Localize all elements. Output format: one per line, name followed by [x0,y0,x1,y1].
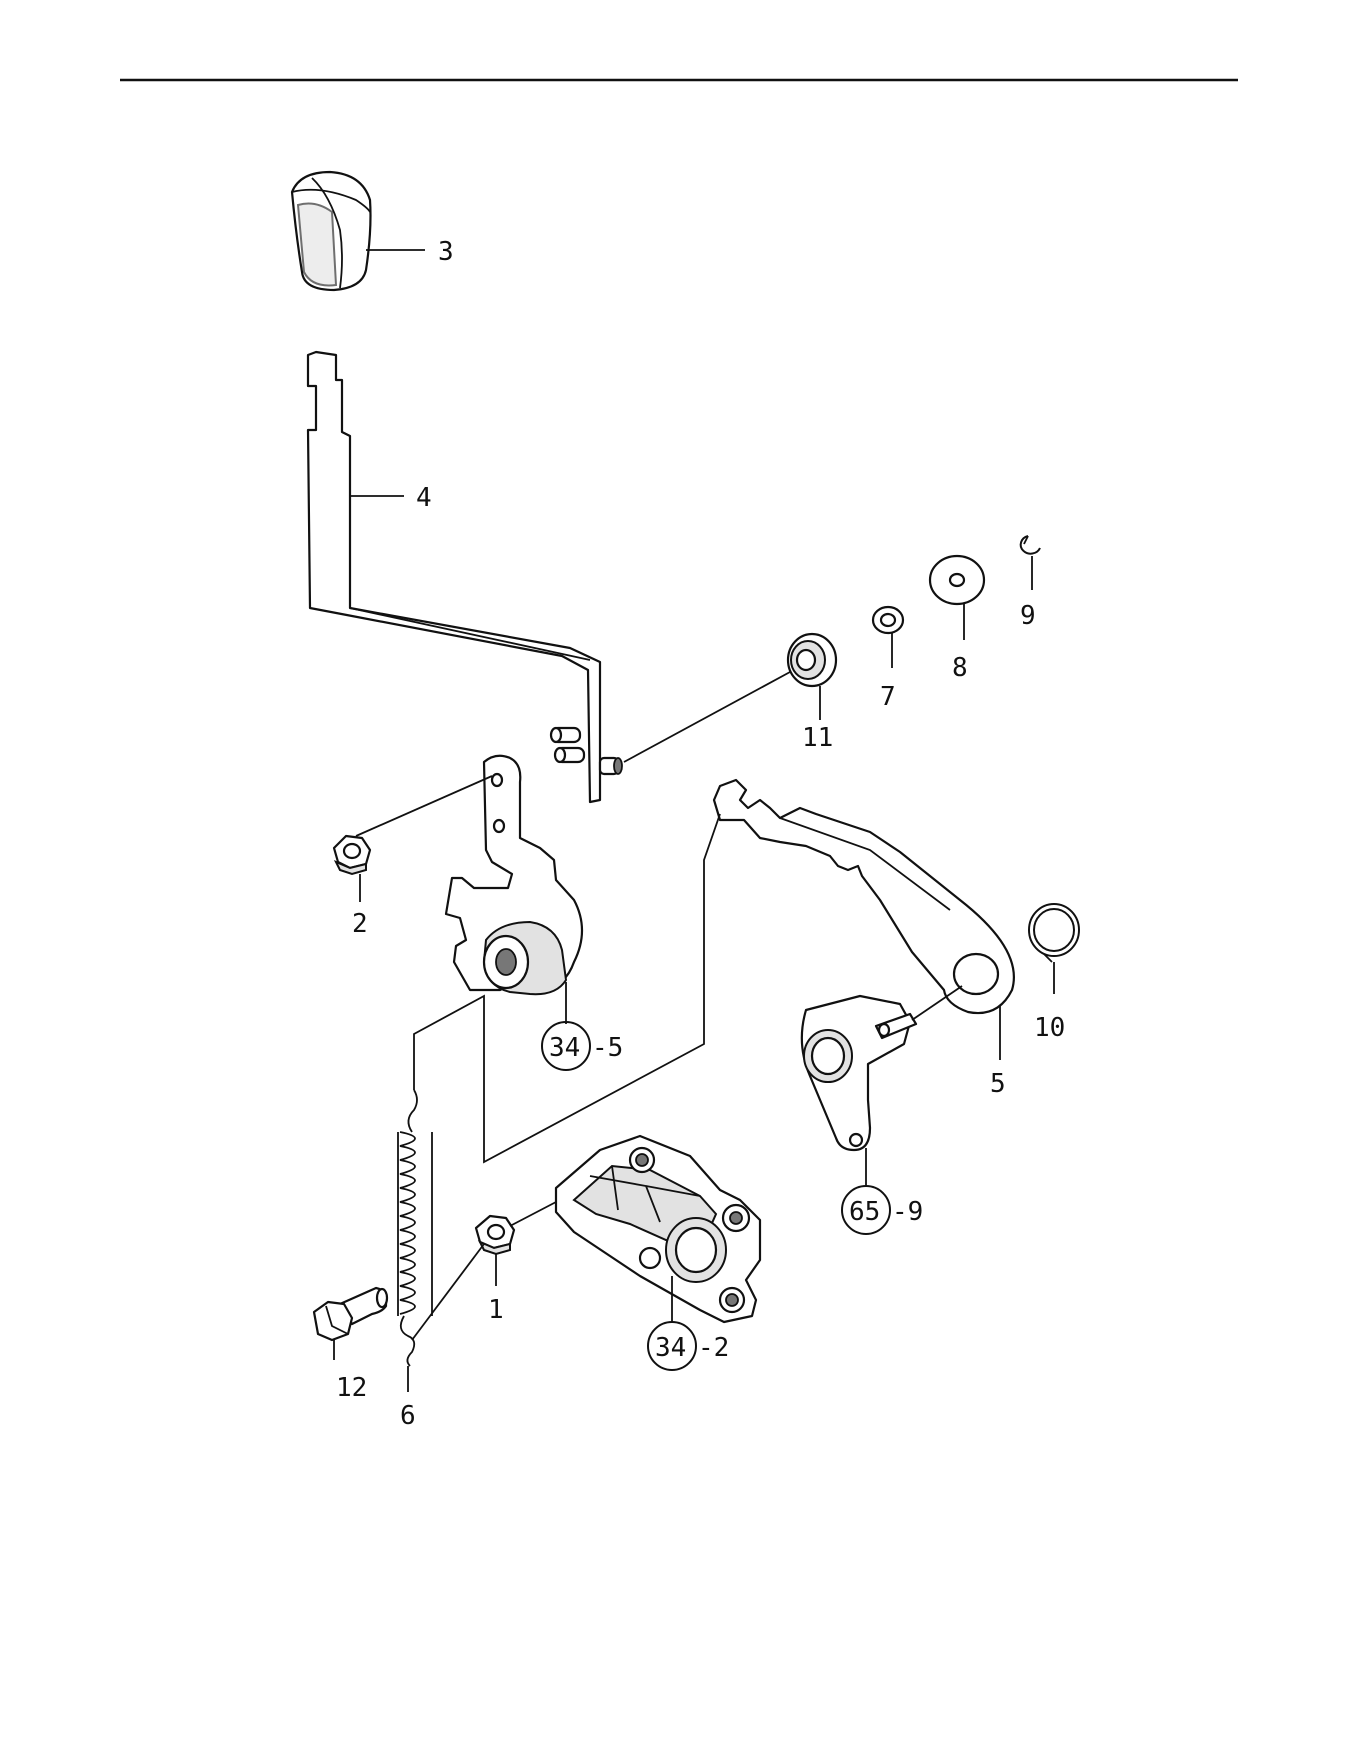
callout-8: 8 [952,653,968,683]
callout-4: 4 [416,483,432,513]
callout-9a: 9 [1020,601,1036,631]
callout-10: 10 [1034,1013,1065,1043]
callout-1: 1 [488,1295,504,1325]
leader-1-spring [412,1244,484,1340]
callout-34-2-circle: 34 [655,1333,686,1363]
callout-65-9-suffix: -9 [892,1197,923,1227]
flange-nut-upper-part [334,836,370,874]
callout-2: 2 [352,909,368,939]
selector-arm-part [802,996,916,1150]
shift-arm-part [446,756,582,994]
bearing-part [788,634,836,686]
large-washer-part [930,556,984,604]
callout-7: 7 [880,682,896,712]
housing-bracket-part [556,1136,760,1322]
callout-5: 5 [990,1069,1006,1099]
leader-11-shaft [624,672,790,762]
leader-2-arm [356,776,492,836]
tension-spring-part [398,1090,432,1366]
knob-part [292,172,371,290]
flange-bolt-part [314,1288,387,1340]
callout-3: 3 [438,237,454,267]
callout-11: 11 [802,723,833,753]
callout-34-5-circle: 34 [549,1033,580,1063]
shift-lever-part [308,352,622,802]
callout-12: 12 [336,1373,367,1403]
retaining-ring-part [1029,904,1079,962]
small-washer-part [873,607,903,633]
callout-34-2-suffix: -2 [698,1333,729,1363]
leader-assembly [414,814,720,1162]
linkage-arm-part [714,780,1014,1013]
callout-6: 6 [400,1401,416,1431]
callout-34-5-suffix: -5 [592,1033,623,1063]
callout-65-9-circle: 65 [849,1197,880,1227]
snap-clip-part [1021,536,1040,554]
leader-1-bracket [510,1202,556,1226]
